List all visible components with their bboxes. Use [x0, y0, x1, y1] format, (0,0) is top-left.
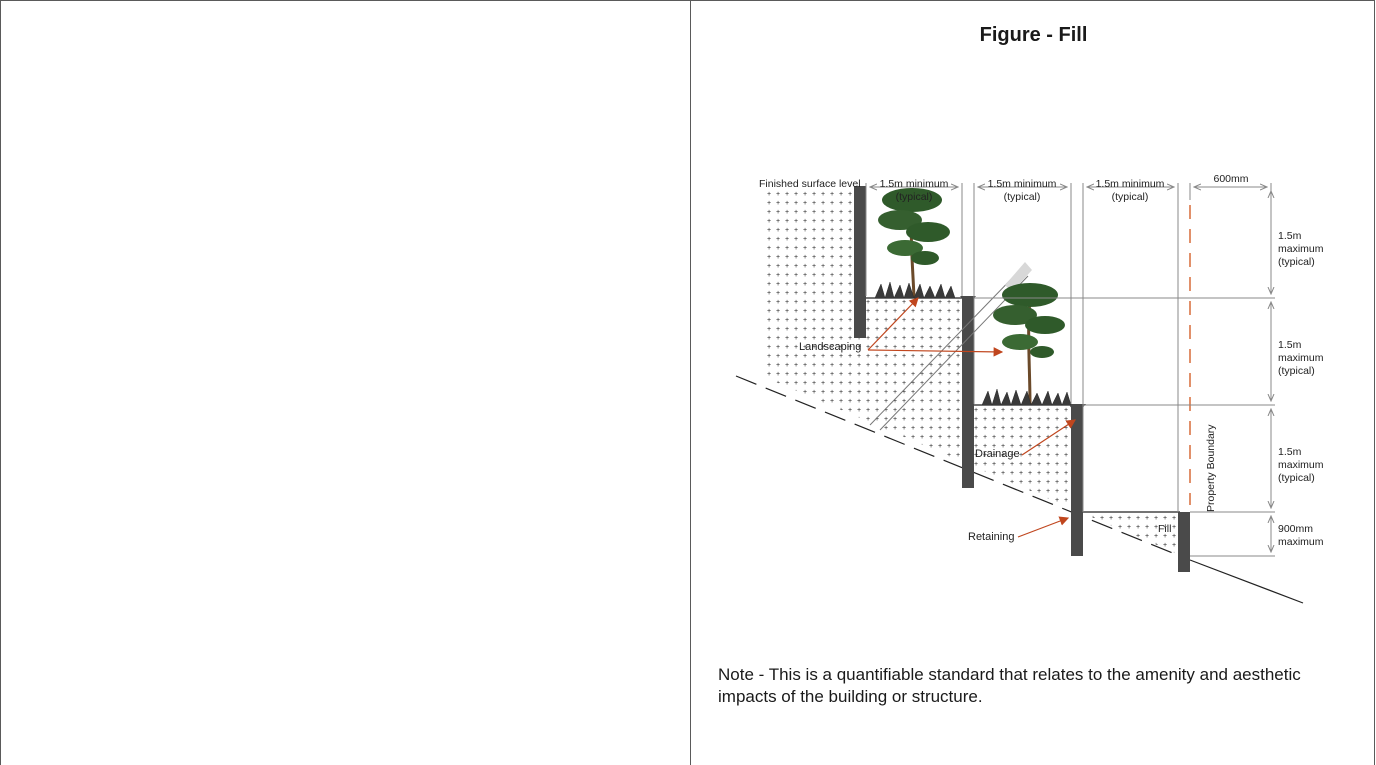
drainage-pipe [869, 262, 1032, 431]
wall-cap-2 [960, 296, 976, 306]
label-h1-line2: maximum [1278, 243, 1324, 255]
tree-upper [874, 188, 956, 299]
label-h2-line2: maximum [1278, 352, 1324, 364]
label-h2-line3: (typical) [1278, 365, 1315, 377]
label-landscaping: Landscaping [799, 341, 861, 353]
label-h4-line2: maximum [1278, 536, 1324, 548]
column-divider [690, 0, 691, 765]
label-h4-line1: 900mm [1278, 523, 1313, 535]
wall-cap-3 [1068, 404, 1086, 414]
natural-ground-line [735, 375, 1181, 557]
label-h3-line2: maximum [1278, 459, 1324, 471]
horizontal-dimensions [865, 183, 1272, 512]
label-property-boundary: Property Boundary [1205, 424, 1217, 512]
note-text: Note - This is a quantifiable standard t… [718, 665, 1301, 706]
label-h1-line3: (typical) [1278, 256, 1315, 268]
retaining-wall-2 [962, 296, 974, 488]
vertical-dimensions [974, 191, 1275, 557]
label-h1-line1: 1.5m [1278, 230, 1302, 242]
label-col2-line2: (typical) [1004, 191, 1041, 203]
label-col3-line1: 1.5m minimum [1096, 178, 1165, 190]
callout-arrows [867, 297, 1077, 538]
tree-lower [981, 283, 1072, 406]
ground-line-solid [1189, 559, 1304, 604]
label-col3-line2: (typical) [1112, 191, 1149, 203]
retaining-wall-3 [1071, 404, 1083, 556]
label-retaining: Retaining [968, 531, 1014, 543]
label-h3-line1: 1.5m [1278, 446, 1302, 458]
retaining-wall-1 [854, 186, 866, 338]
label-finished-surface: Finished surface level [759, 178, 861, 190]
figure-title: Figure - Fill [979, 24, 1088, 46]
label-col1-line2: (typical) [896, 191, 933, 203]
label-boundary-offset: 600mm [1213, 173, 1248, 185]
label-fill: Fill [1158, 523, 1171, 535]
label-h3-line3: (typical) [1278, 472, 1315, 484]
label-col2-line1: 1.5m minimum [988, 178, 1057, 190]
retaining-wall-4 [1178, 512, 1190, 572]
label-col1-line1: 1.5m minimum [880, 178, 949, 190]
label-drainage: Drainage [975, 448, 1020, 460]
label-h2-line1: 1.5m [1278, 339, 1302, 351]
